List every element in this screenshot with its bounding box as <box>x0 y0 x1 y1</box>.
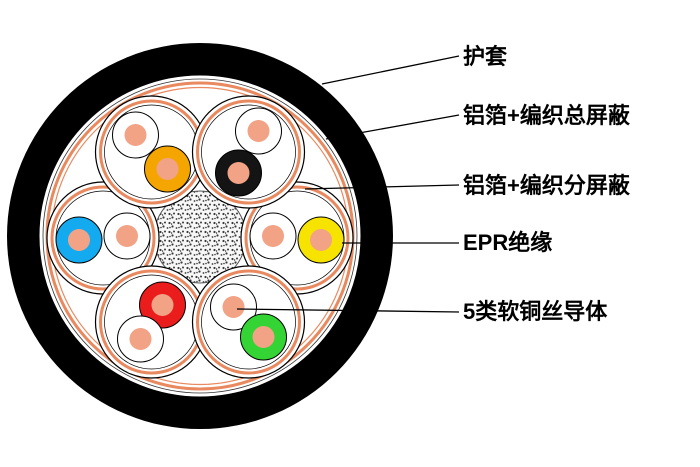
conductor-white <box>117 315 164 363</box>
conductor-white <box>112 111 159 159</box>
label-epr-insulation: EPR绝缘 <box>463 230 552 255</box>
label-pair-shield: 铝箔+编织分屏蔽 <box>463 173 631 198</box>
conductor-white <box>249 212 297 260</box>
copper-core <box>124 124 147 146</box>
leader-line-conductor <box>236 308 460 313</box>
conductor-white <box>235 107 282 155</box>
conductor-white <box>103 212 151 260</box>
copper-core <box>310 229 332 251</box>
pair-shield-ring <box>196 99 301 205</box>
pair-foil-ring <box>201 104 296 200</box>
leader-line-overall-shield <box>325 114 460 140</box>
label-sheath: 护套 <box>463 44 507 69</box>
copper-core <box>68 229 90 251</box>
conductor-green <box>240 313 287 361</box>
pair-subunit-bottom-left <box>94 265 209 379</box>
conductor-orange <box>144 145 191 193</box>
label-overall-shield: 铝箔+编织总屏蔽 <box>463 103 631 128</box>
copper-core <box>222 296 245 318</box>
copper-core <box>247 120 270 142</box>
pair-subunit-right <box>240 181 354 295</box>
pair-subunit-left <box>46 181 160 295</box>
copper-core <box>227 162 250 184</box>
pair-shield-ring <box>244 185 350 291</box>
pair-foil-ring <box>201 274 296 370</box>
copper-core <box>116 225 138 247</box>
pair-subunit-top-right <box>191 95 306 209</box>
pair-subunit-top-left <box>94 95 209 209</box>
pair-subunit-bottom-right <box>191 265 306 379</box>
pair-shield-ring <box>196 269 301 375</box>
overall-braid-ring <box>42 78 358 394</box>
conductor-yellow <box>297 216 345 264</box>
conductor-white <box>210 283 257 331</box>
leader-line-sheath <box>321 55 460 85</box>
copper-core <box>151 294 174 316</box>
copper-core <box>262 225 284 247</box>
conductor-red <box>139 281 186 329</box>
label-copper-conductor: 5类软铜丝导体 <box>463 299 608 324</box>
copper-core <box>129 328 152 350</box>
leader-line-pair-shield <box>304 184 460 190</box>
conductor-black <box>215 149 262 197</box>
copper-core <box>156 158 179 180</box>
conductor-blue <box>55 216 103 264</box>
copper-core <box>252 326 275 348</box>
pair-shield-ring <box>50 185 156 291</box>
